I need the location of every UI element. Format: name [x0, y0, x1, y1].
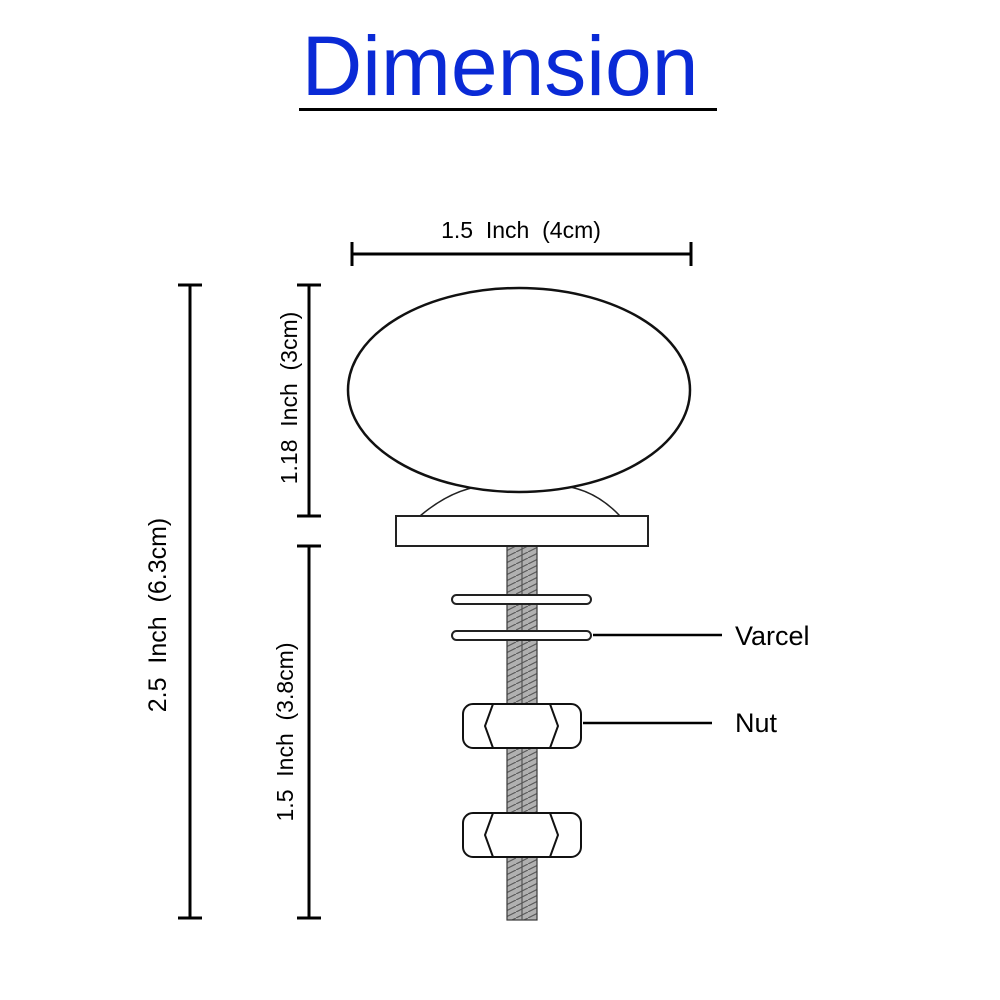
washer-callout-label: Varcel: [735, 621, 810, 651]
total-height-dimension: 2.5 Inch (6.3cm): [144, 283, 202, 920]
page-title: Dimension: [301, 19, 699, 113]
thread-length-label: 1.5 Inch (3.8cm): [272, 643, 298, 822]
nut-bottom: [462, 812, 582, 858]
title-underline: [299, 108, 717, 111]
knob-height-label: 1.18 Inch (3cm): [276, 312, 302, 485]
knob-drawing: [346, 286, 692, 921]
knob-height-dimension: 1.18 Inch (3cm): [276, 283, 321, 518]
nut-callout: Nut: [583, 708, 778, 738]
nut-callout-label: Nut: [735, 708, 778, 738]
knob-head: [346, 286, 692, 494]
knob-width-label: 1.5 Inch (4cm): [441, 217, 601, 243]
washer-callout: Varcel: [593, 621, 810, 651]
nut-top: [462, 703, 582, 749]
thread-length-dimension: 1.5 Inch (3.8cm): [272, 544, 321, 920]
washer-bottom: [451, 630, 592, 641]
total-height-label: 2.5 Inch (6.3cm): [144, 518, 172, 713]
width-dimension: 1.5 Inch (4cm): [350, 217, 693, 266]
knob-base-plate: [395, 515, 649, 547]
washer-top: [451, 594, 592, 605]
